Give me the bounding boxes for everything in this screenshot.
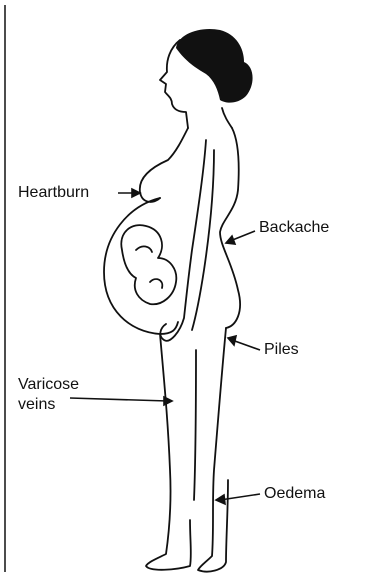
back-leg — [198, 328, 228, 572]
piles-arrowhead — [228, 336, 236, 345]
oedema-arrow — [220, 494, 260, 500]
arm-outline — [160, 140, 206, 341]
varicose-arrow — [70, 398, 168, 401]
neck-back — [222, 108, 232, 128]
hair — [176, 29, 253, 103]
oedema-arrowhead — [216, 495, 225, 504]
label-backache: Backache — [259, 218, 329, 238]
heartburn-arrowhead — [132, 189, 140, 197]
varicose-arrowhead — [164, 397, 172, 405]
pointer-arrows — [70, 189, 260, 504]
front-leg — [146, 334, 191, 570]
fetus-limb — [150, 279, 162, 288]
fetus-detail — [136, 246, 152, 252]
label-varicose-line1: Varicose — [18, 375, 79, 395]
woman-outline — [104, 40, 240, 572]
breast-contour — [140, 128, 188, 202]
back-contour — [220, 128, 240, 328]
label-oedema: Oedema — [264, 484, 325, 504]
belly-contour — [104, 198, 178, 334]
piles-arrow — [232, 340, 260, 350]
label-heartburn: Heartburn — [18, 183, 89, 203]
inner-leg — [194, 350, 196, 500]
label-piles: Piles — [264, 340, 299, 360]
fetus-outline — [121, 225, 176, 304]
label-varicose-line2: veins — [18, 395, 55, 415]
backache-arrowhead — [226, 236, 235, 244]
